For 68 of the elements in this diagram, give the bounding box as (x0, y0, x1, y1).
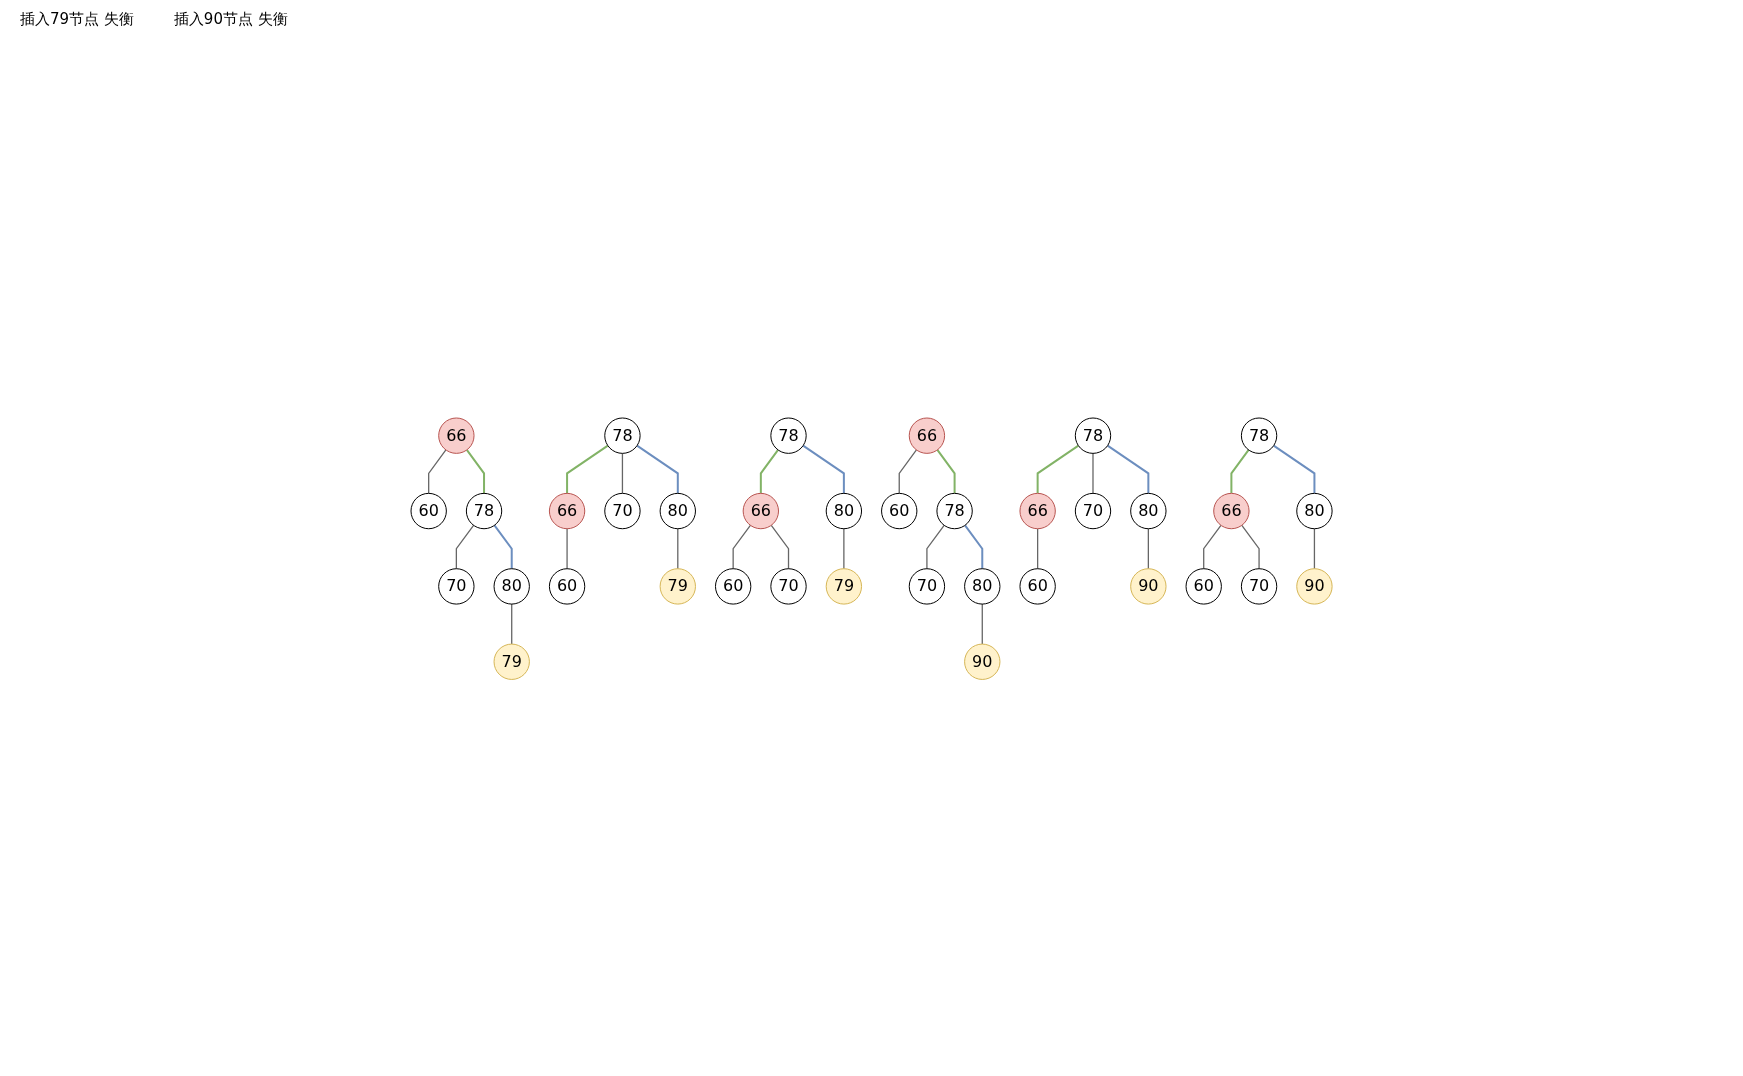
connector (455, 524, 475, 570)
node-circle: 66 (438, 417, 475, 455)
node-circle: 66 (742, 493, 779, 530)
connector (802, 444, 845, 495)
node-circle: 80 (964, 568, 1001, 605)
node-circle: 90 (964, 643, 1001, 681)
node-circle: 78 (465, 493, 503, 530)
node-circle: 80 (1296, 493, 1333, 530)
connector (511, 603, 513, 645)
node-circle: 78 (604, 417, 641, 455)
connector (465, 449, 485, 495)
node-circle: 60 (714, 568, 752, 605)
connector (898, 449, 918, 495)
connector (493, 524, 513, 570)
node-circle: 79 (493, 643, 530, 681)
node-circle: 78 (1240, 417, 1278, 455)
node-circle: 66 (548, 493, 586, 530)
node-circle: 80 (659, 493, 696, 530)
node-circle: 78 (1074, 417, 1112, 455)
node-circle: 79 (659, 568, 696, 605)
connector (566, 444, 609, 495)
connector (981, 603, 983, 645)
node-circle: 78 (936, 493, 973, 530)
node-circle: 60 (410, 493, 447, 530)
connector (1241, 524, 1260, 570)
connector (936, 449, 956, 495)
connector (770, 524, 790, 570)
connector (677, 528, 679, 570)
note-text: 插入79节点 失衡 (20, 10, 134, 29)
node-circle: 78 (770, 417, 807, 455)
node-circle: 70 (1074, 493, 1112, 530)
node-circle: 79 (825, 568, 862, 605)
connector (1147, 528, 1149, 570)
connector (1092, 453, 1094, 495)
node-circle: 90 (1296, 568, 1333, 605)
connector (1106, 444, 1150, 495)
connector (427, 449, 447, 495)
note-text: 插入90节点 失衡 (173, 10, 288, 29)
node-circle: 66 (908, 417, 946, 455)
connector (1203, 524, 1222, 570)
connector (964, 524, 984, 570)
node-circle: 80 (1130, 493, 1167, 530)
connector (759, 449, 779, 495)
node-circle: 80 (493, 568, 530, 605)
node-circle: 70 (908, 568, 946, 605)
node-circle: 66 (1019, 493, 1056, 530)
connector (1230, 449, 1250, 495)
connector (1313, 528, 1315, 570)
node-circle: 90 (1130, 568, 1167, 605)
node-circle: 60 (881, 493, 918, 530)
node-circle: 60 (1019, 568, 1056, 605)
connector (926, 524, 945, 570)
connector (732, 524, 751, 570)
node-circle: 60 (548, 568, 586, 605)
node-circle: 66 (1213, 493, 1250, 530)
node-circle: 60 (1185, 568, 1222, 605)
connector (621, 453, 624, 495)
node-circle: 70 (770, 568, 807, 605)
connector (1036, 528, 1039, 570)
node-circle: 70 (604, 493, 641, 530)
connector (1272, 444, 1316, 495)
connector (843, 528, 845, 570)
node-circle: 80 (825, 493, 862, 530)
node-circle: 70 (438, 568, 475, 605)
connector (566, 528, 568, 570)
connector (1036, 444, 1080, 495)
node-circle: 70 (1240, 568, 1278, 605)
connector (636, 444, 679, 495)
